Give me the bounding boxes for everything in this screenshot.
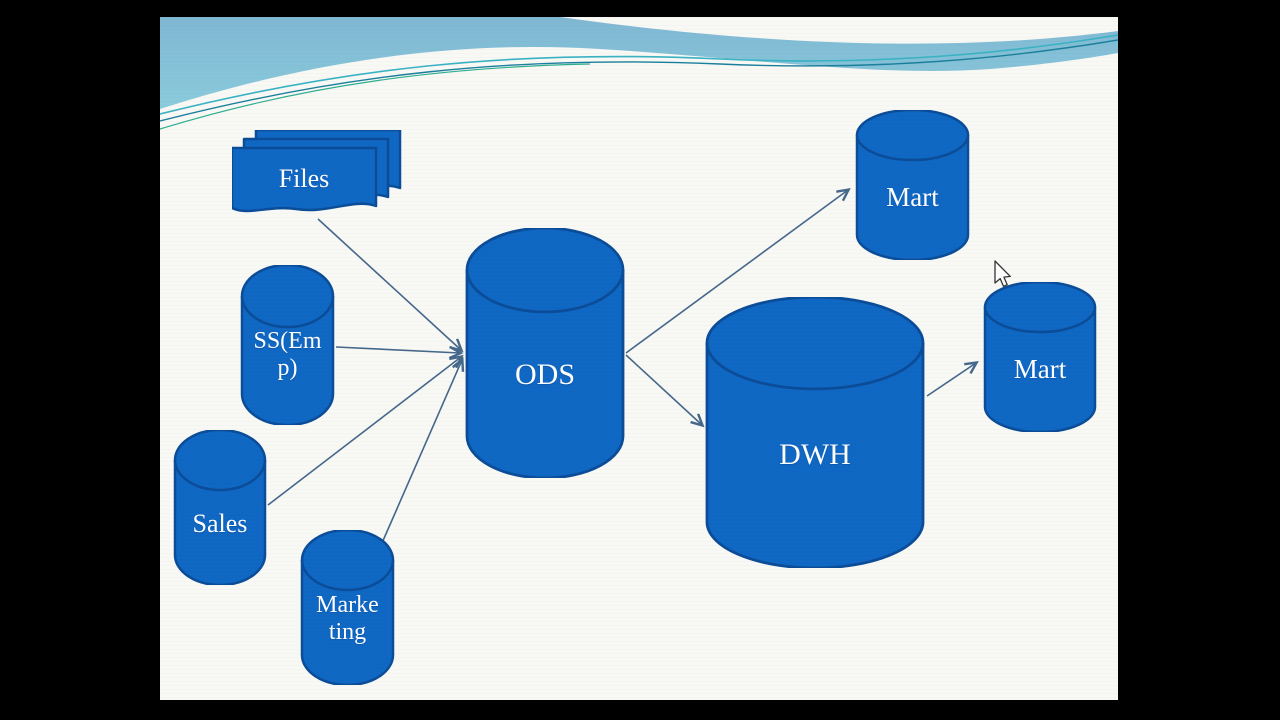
marketing-label: Marke ting xyxy=(300,589,395,649)
multidocument-icon xyxy=(232,130,402,213)
mart-top-label: Mart xyxy=(886,181,939,212)
node-mart-top xyxy=(855,110,970,260)
node-mart-right xyxy=(983,282,1097,432)
node-ssemp xyxy=(240,265,335,425)
ods-label: ODS xyxy=(514,358,575,392)
ssemp-label-line1: SS(Em xyxy=(253,328,322,355)
database-cylinder-icon xyxy=(465,228,625,478)
arrow-marketing-to-ods xyxy=(381,360,462,544)
wave-top-white-sweep xyxy=(560,17,1118,44)
database-cylinder-icon xyxy=(300,530,395,685)
sales-label: Sales xyxy=(192,509,248,539)
node-marketing xyxy=(300,530,395,685)
database-cylinder-icon xyxy=(705,297,925,568)
arrow-ods-to-dwh xyxy=(625,354,702,425)
database-cylinder-icon xyxy=(240,265,335,425)
wave-accent-line-teal xyxy=(160,34,1118,115)
database-cylinder-icon xyxy=(855,110,970,260)
node-files xyxy=(232,130,402,224)
wave-accent-line-dark xyxy=(160,39,1118,122)
arrow-dwh-to-mart-right xyxy=(926,363,976,397)
node-dwh xyxy=(705,297,925,568)
ssemp-label-line2: p) xyxy=(277,355,298,381)
ssemp-label: SS(Em p) xyxy=(240,325,335,385)
arrow-ssemp-to-ods xyxy=(335,347,460,353)
wave-accent-line-green xyxy=(160,63,591,130)
marketing-label-line1: Marke xyxy=(316,592,379,619)
node-ods xyxy=(465,228,625,478)
dwh-label: DWH xyxy=(779,438,851,472)
mart-right-label: Mart xyxy=(1013,353,1067,384)
database-cylinder-icon xyxy=(173,430,267,585)
files-label: Files xyxy=(278,164,330,194)
slide: Files SS(Em p) Sales xyxy=(160,17,1118,700)
marketing-label-line2: ting xyxy=(328,619,367,645)
node-sales xyxy=(173,430,267,585)
database-cylinder-icon xyxy=(983,282,1097,432)
arrow-files-to-ods xyxy=(317,218,461,350)
